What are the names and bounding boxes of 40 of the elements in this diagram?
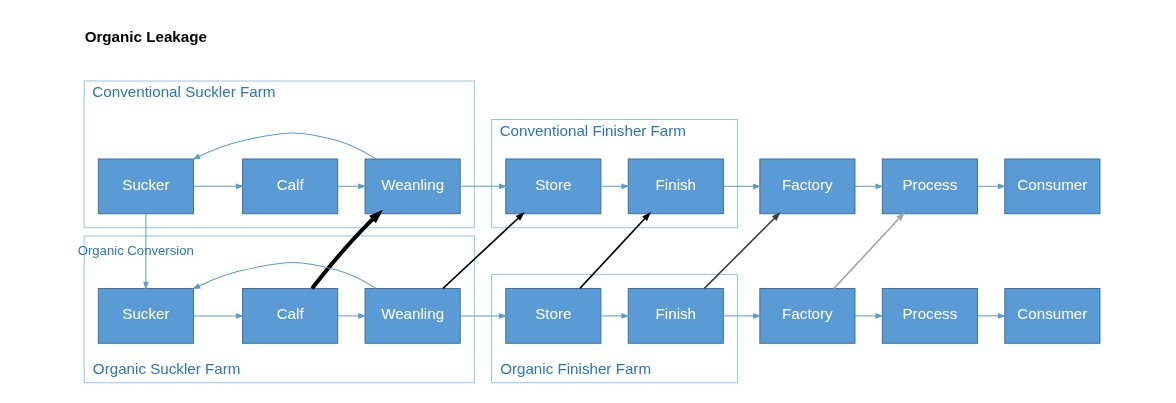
arrow bbox=[600, 183, 630, 190]
node-box: Factory bbox=[759, 158, 856, 215]
arrow bbox=[337, 183, 367, 190]
arrow bbox=[854, 183, 884, 190]
arrow bbox=[703, 212, 781, 290]
node-box: Consumer bbox=[1004, 288, 1101, 344]
arrow bbox=[976, 183, 1007, 190]
arrow bbox=[192, 183, 244, 190]
node-box: Sucker bbox=[97, 158, 194, 215]
arrow bbox=[854, 313, 884, 319]
arrow bbox=[192, 313, 244, 319]
node-box: Weanling bbox=[364, 158, 461, 215]
node-box: Factory bbox=[759, 288, 856, 344]
node-box: Store bbox=[505, 158, 602, 215]
node-box: Process bbox=[881, 288, 978, 344]
arrow bbox=[192, 132, 377, 160]
node-box: Store bbox=[505, 288, 602, 344]
edge-label: Organic Conversion bbox=[77, 242, 194, 258]
arrow bbox=[459, 183, 508, 190]
arrow bbox=[337, 313, 367, 319]
label: Organic Leakage bbox=[84, 28, 207, 46]
node-box: Finish bbox=[627, 288, 724, 344]
arrow bbox=[976, 313, 1007, 319]
node-box: Process bbox=[881, 158, 978, 215]
node-box: Consumer bbox=[1004, 158, 1101, 215]
arrow bbox=[143, 213, 149, 290]
arrow bbox=[833, 211, 906, 290]
arrow bbox=[600, 313, 630, 319]
arrow bbox=[723, 313, 762, 319]
arrow bbox=[310, 209, 383, 290]
arrow bbox=[579, 211, 651, 290]
arrow bbox=[459, 313, 508, 319]
arrow bbox=[192, 262, 377, 290]
arrow bbox=[442, 212, 525, 290]
node-box: Calf bbox=[242, 288, 339, 344]
arrow bbox=[723, 183, 762, 190]
node-box: Calf bbox=[242, 158, 339, 215]
node-box: Weanling bbox=[364, 288, 461, 344]
node-box: Sucker bbox=[97, 288, 194, 344]
node-box: Finish bbox=[627, 158, 724, 215]
